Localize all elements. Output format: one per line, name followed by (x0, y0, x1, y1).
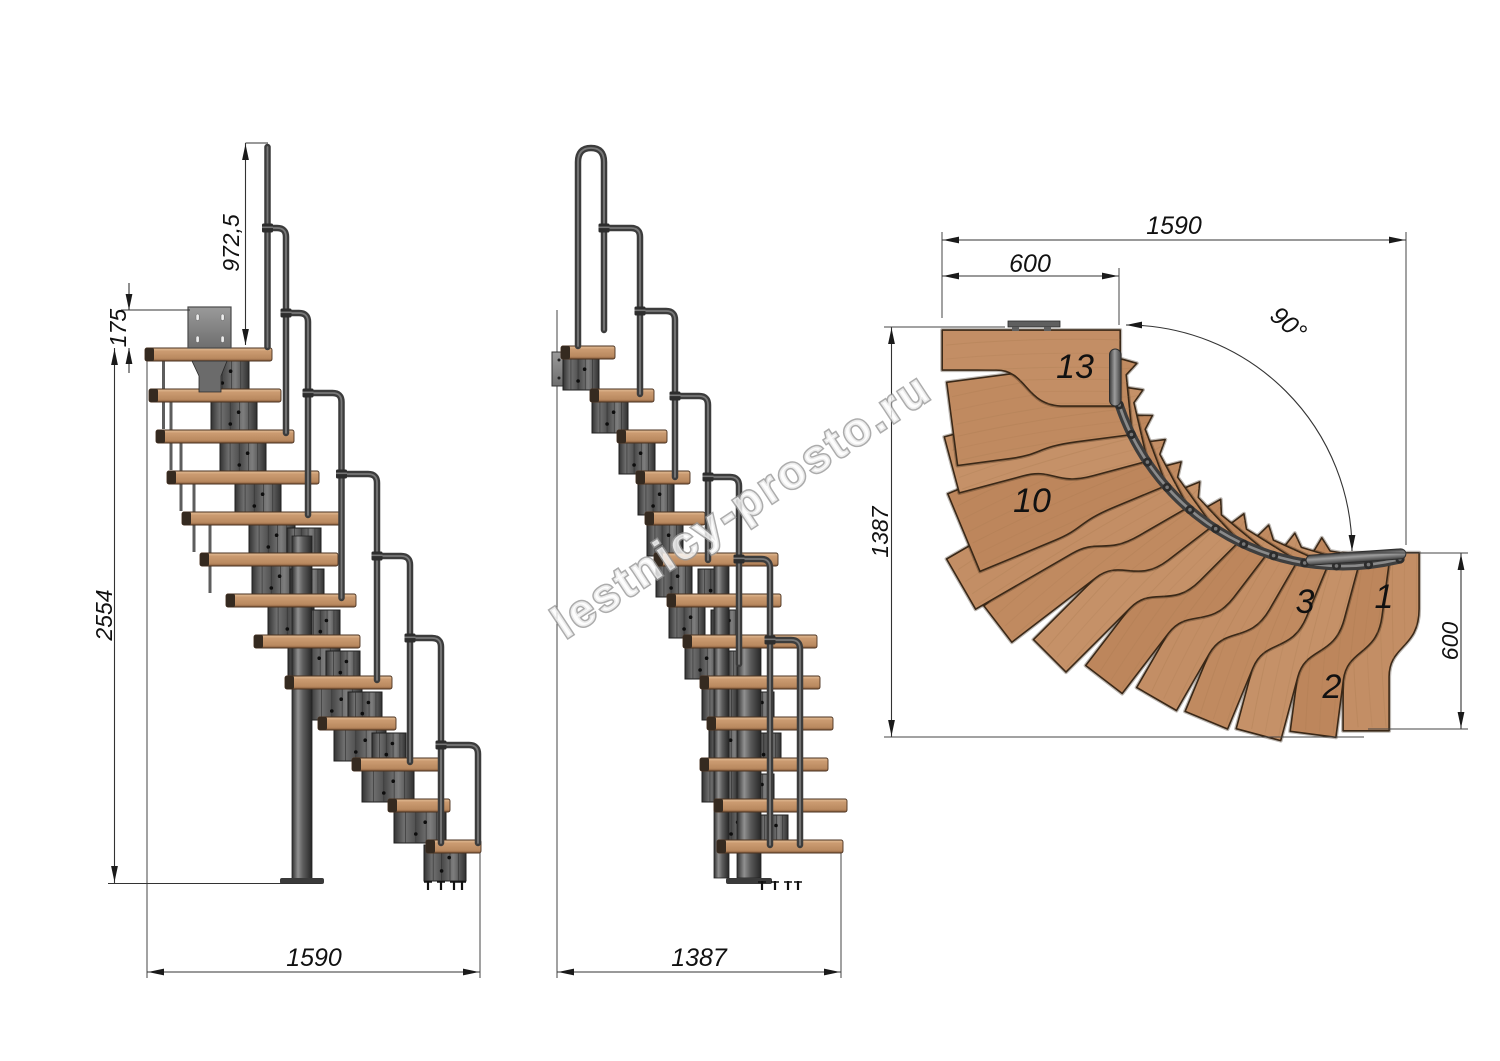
svg-text:1387: 1387 (671, 944, 728, 972)
svg-text:1590: 1590 (1146, 212, 1202, 240)
svg-text:600: 600 (1009, 250, 1051, 278)
svg-text:10: 10 (1013, 482, 1051, 520)
svg-text:13: 13 (1056, 348, 1094, 386)
svg-text:600: 600 (1437, 622, 1463, 661)
svg-text:3: 3 (1296, 583, 1315, 621)
svg-text:1590: 1590 (286, 944, 342, 972)
svg-text:1387: 1387 (867, 505, 893, 557)
svg-text:1: 1 (1375, 578, 1394, 616)
svg-text:175: 175 (105, 309, 131, 348)
svg-text:2554: 2554 (91, 589, 117, 641)
svg-text:972,5: 972,5 (218, 214, 244, 272)
svg-text:2: 2 (1322, 668, 1342, 706)
